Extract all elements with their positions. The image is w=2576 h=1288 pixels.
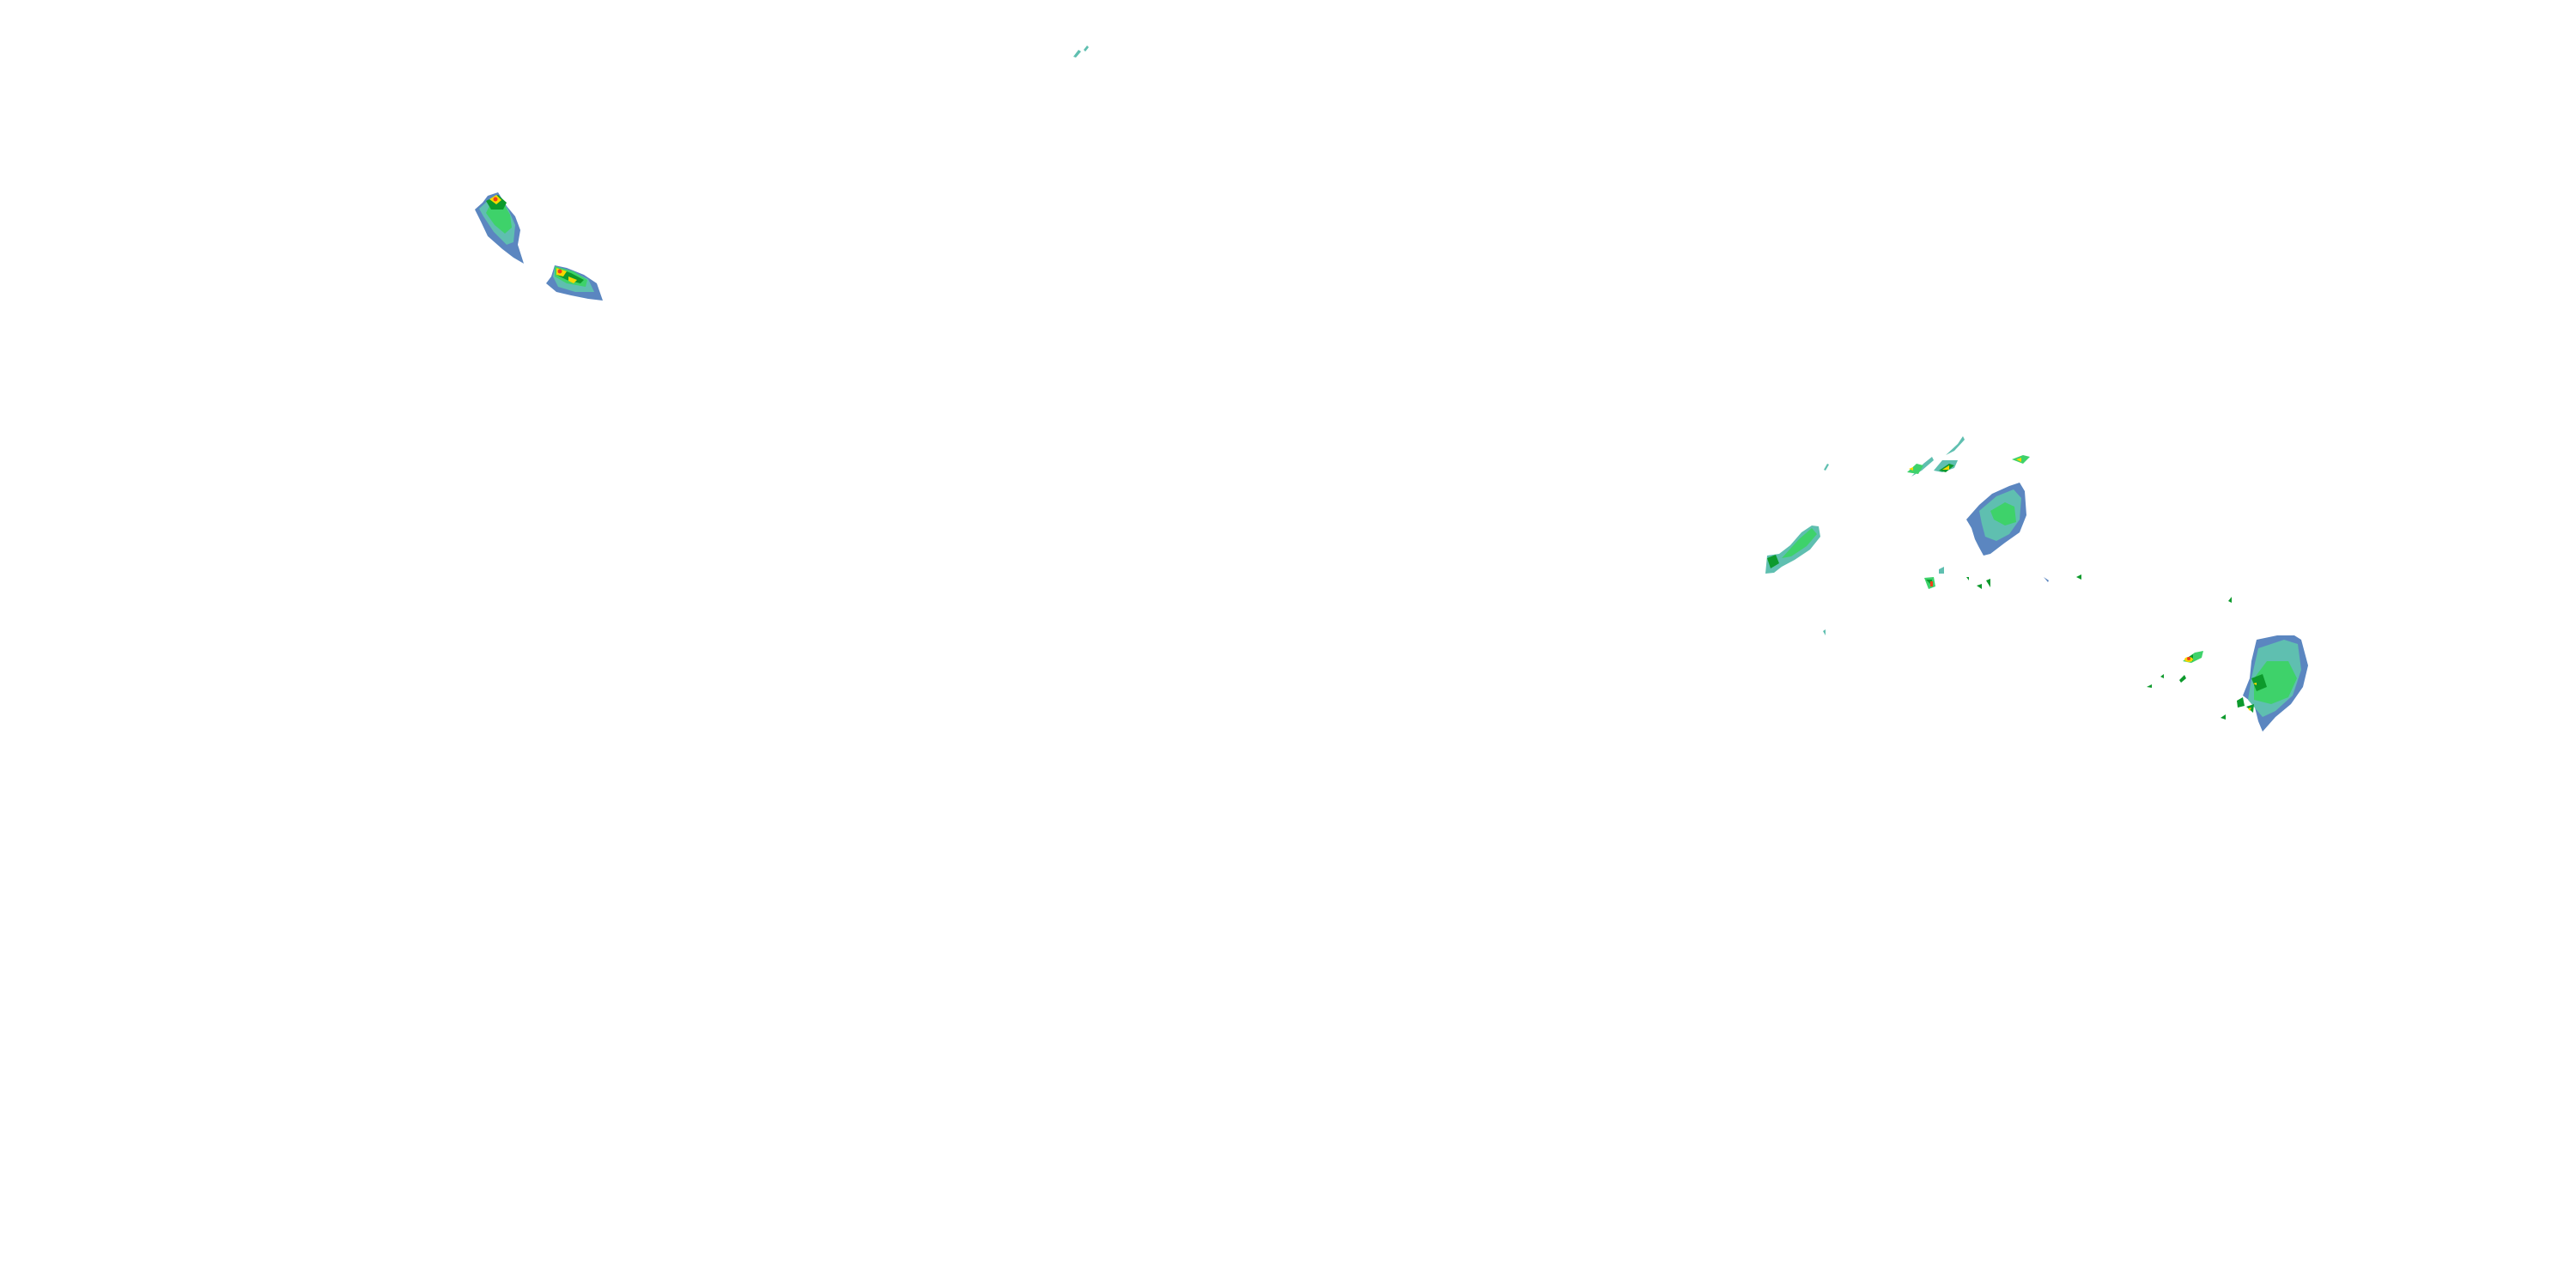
radar-echo-streak-top <box>1073 46 1089 58</box>
radar-cell-west-1 <box>475 192 524 264</box>
radar-echo-streaks-east <box>1824 436 2030 477</box>
radar-cell-east-elongated <box>1765 526 1820 574</box>
radar-cell-east-large <box>1966 483 2026 556</box>
radar-cell-southeast-large <box>2237 635 2308 732</box>
radar-cell-west-2 <box>546 265 603 301</box>
radar-cell-southeast-small <box>2147 597 2232 720</box>
radar-cells-east-small <box>1823 567 2081 635</box>
